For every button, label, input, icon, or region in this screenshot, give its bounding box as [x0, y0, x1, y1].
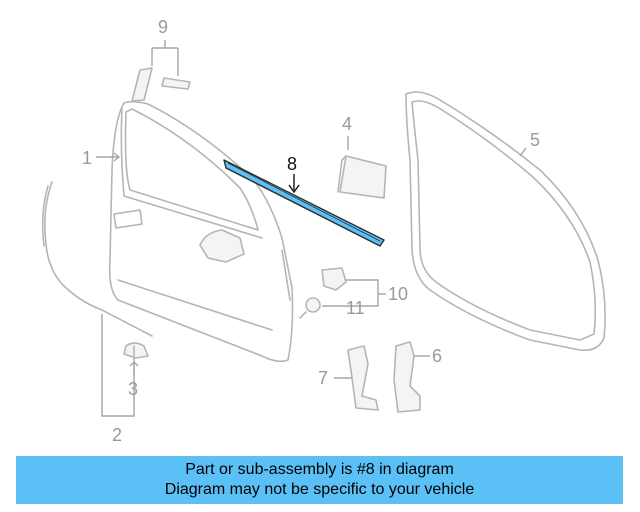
callout-2: 2 — [112, 425, 122, 445]
banner-line-1: Part or sub-assembly is #8 in diagram — [185, 461, 454, 478]
callout-3: 3 — [128, 379, 138, 399]
callout-11: 11 — [346, 298, 365, 318]
callout-9-leader — [151, 40, 179, 76]
part-10-mirror-cover — [321, 267, 347, 291]
callout-5: 5 — [530, 130, 540, 150]
callout-5-leader — [519, 147, 527, 157]
part-7-bracket — [347, 345, 379, 411]
part-2-door-weatherstrip — [41, 181, 153, 337]
callout-8-leader — [288, 174, 300, 194]
part-3-clip — [123, 342, 149, 359]
part-5-body-weatherstrip — [405, 91, 606, 352]
info-banner: Part or sub-assembly is #8 in diagram Di… — [16, 456, 623, 504]
callout-1-leader — [96, 152, 121, 162]
callout-4: 4 — [342, 114, 352, 134]
callout-1: 1 — [82, 148, 92, 168]
part-1-front-door — [108, 100, 294, 363]
callout-9: 9 — [158, 17, 168, 37]
callout-2-leader — [101, 314, 135, 417]
callout-3-leader — [129, 361, 139, 376]
callout-10: 10 — [388, 284, 408, 304]
parts-diagram: 9 1 2 3 4 — [41, 17, 606, 445]
callout-10-11-leader — [322, 279, 386, 307]
banner-line-2: Diagram may not be specific to your vehi… — [164, 481, 475, 498]
callout-6: 6 — [432, 346, 442, 366]
part-4-panel — [337, 155, 387, 199]
callout-8: 8 — [287, 154, 297, 174]
part-8-belt-molding — [223, 159, 385, 247]
part-9-trim-pieces — [131, 67, 191, 102]
callout-7: 7 — [318, 368, 328, 388]
part-11-screw — [299, 297, 321, 319]
part-6-bracket — [393, 341, 421, 413]
